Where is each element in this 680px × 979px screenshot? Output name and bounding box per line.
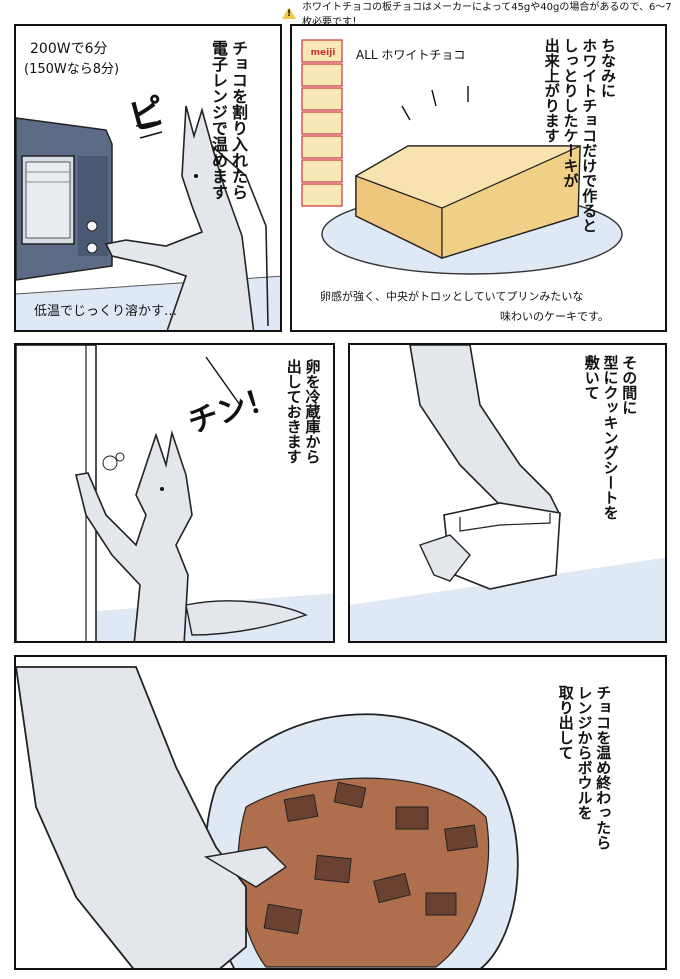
power-line-2: (150Wなら8分) (24, 62, 120, 77)
brand-label: meiji (310, 48, 336, 58)
top-note: ! ホワイトチョコの板チョコはメーカーによって45gや40gの場合があるので、6… (282, 2, 680, 28)
panel5-narration-line-3: 取り出して (556, 685, 575, 760)
panel-bowl-art (16, 666, 519, 968)
arm-holding-bowl (16, 666, 288, 968)
panel-microwave: 200Wで6分 (150Wなら8分) ピ チョコを割り入れたら 電子レンジで温め… (14, 24, 282, 332)
chocolate-pieces (263, 781, 478, 935)
panel3-narration-line-2: 出しておきます (284, 359, 303, 464)
panel-baking-sheet-art (350, 345, 665, 641)
panel1-narration-line-1: チョコを割り入れたら (229, 40, 248, 200)
top-note-text: ホワイトチョコの板チョコはメーカーによって45gや40gの場合があるので、6〜7… (302, 2, 672, 28)
panel3-narration: 卵を冷蔵庫から 出しておきます (284, 359, 322, 464)
warning-icon: ! (282, 7, 296, 19)
power-line-1: 200Wで6分 (30, 41, 108, 57)
microwave (16, 117, 113, 281)
panel2-narration-line-2: ホワイトチョコだけで作ると (580, 38, 599, 233)
panel-microwave-art (16, 105, 280, 330)
panel1-narration: チョコを割り入れたら 電子レンジで温めます (208, 40, 248, 200)
panel-baking-sheet: その間に 型にクッキングシートを 敷いて (348, 343, 667, 643)
panel2-narration-line-3: しっとりしたケーキが (561, 38, 580, 188)
panel-cake-art (301, 39, 623, 275)
all-white-choco-label: ALL ホワイトチョコ (356, 48, 466, 62)
panel4-narration-line-3: 敷いて (582, 355, 601, 400)
panel1-narration-line-2: 電子レンジで温めます (209, 40, 228, 200)
panel4-narration: その間に 型にクッキングシートを 敷いて (582, 355, 639, 520)
panel3-narration-line-1: 卵を冷蔵庫から (303, 359, 322, 464)
panel-fridge: チン！ 卵を冷蔵庫から 出しておきます (14, 343, 335, 643)
chocolate-bar-stack (301, 39, 343, 207)
brand-labels: meiji (304, 44, 342, 68)
panel2-caption-line-1: 卵感が強く、中央がトロッとしていてプリンみたいな (320, 290, 584, 303)
panel5-narration-line-1: チョコを温め終わったら (594, 685, 613, 850)
panel2-narration-line-1: ちなみに (599, 38, 617, 98)
fox-figure-2 (75, 429, 308, 641)
panel2-narration: ちなみに ホワイトチョコだけで作ると しっとりしたケーキが 出来上がります (542, 38, 617, 233)
panel-cake: meiji ALL ホワイトチョコ ちなみに ホワイトチョコだけで作ると しっと… (290, 24, 667, 332)
panel4-narration-line-2: 型にクッキングシートを (601, 355, 620, 520)
panel-fridge-art (16, 345, 333, 641)
fox-figure-1 (104, 105, 269, 330)
cake (354, 145, 581, 259)
panel5-narration: チョコを温め終わったら レンジからボウルを 取り出して (556, 685, 613, 850)
panel5-narration-line-2: レンジからボウルを (575, 685, 594, 820)
panel-bowl: チョコを温め終わったら レンジからボウルを 取り出して (14, 655, 667, 970)
panel2-caption-line-2: 味わいのケーキです。 (500, 310, 609, 323)
panel2-narration-line-4: 出来上がります (542, 38, 561, 143)
panel1-caption: 低温でじっくり溶かす… (34, 304, 178, 319)
panel4-narration-line-1: その間に (620, 355, 639, 415)
arm-right (409, 345, 562, 526)
